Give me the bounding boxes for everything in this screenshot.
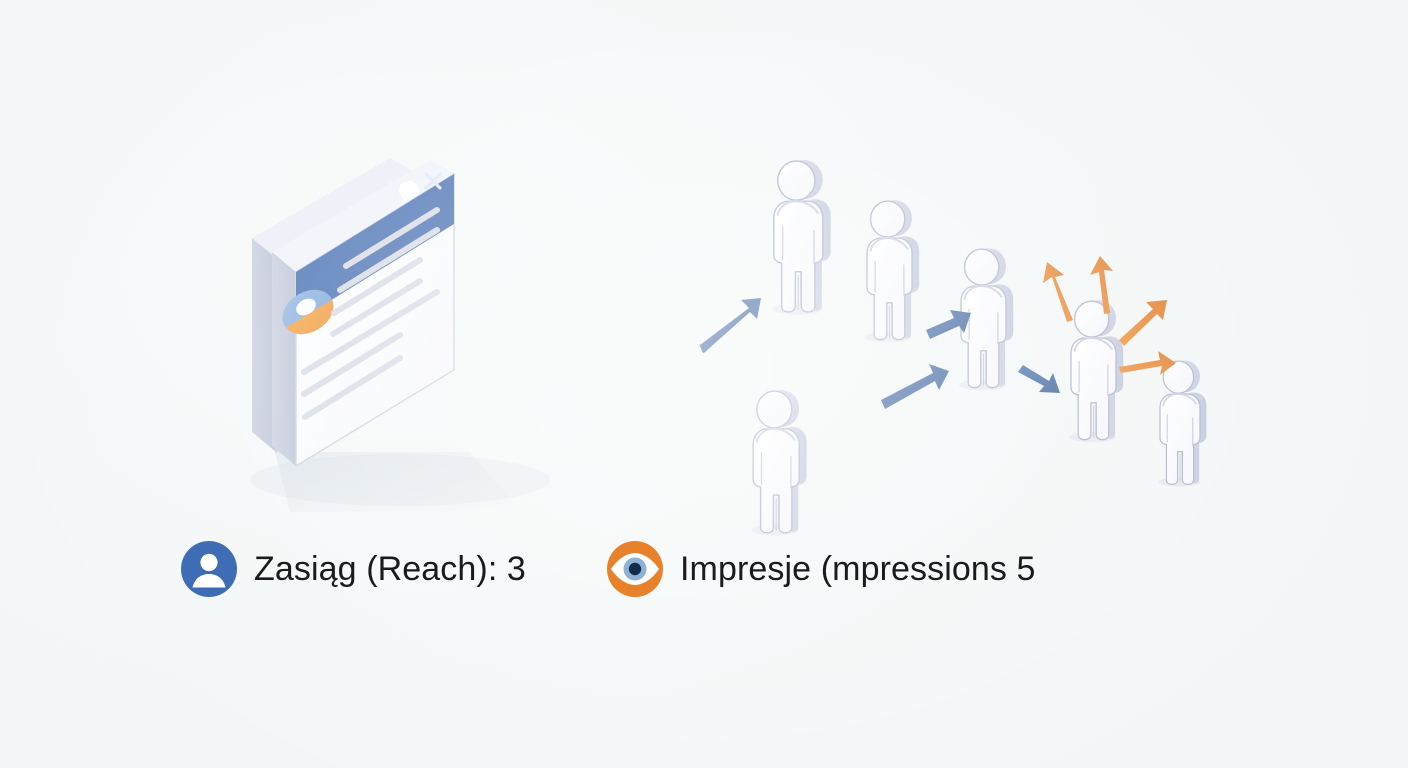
person-avatar-icon [180,540,238,598]
orange-arrow-1 [1043,262,1073,322]
legend-item-impressions: Impresje (mpressions 5 [606,540,1036,598]
person-figure-6 [750,389,808,537]
blue-arrow-4 [1018,365,1060,393]
eye-icon [606,540,664,598]
person-figure-4 [1068,299,1125,444]
blue-arrow-1 [699,298,761,353]
legend-item-reach: Zasiąg (Reach): 3 [180,540,526,598]
person-figure-5 [1157,359,1208,488]
person-figure-1 [770,158,832,316]
legend-label-impressions: Impresje (mpressions 5 [680,550,1036,588]
person-figure-2 [864,199,921,344]
orange-arrow-3 [1119,300,1167,346]
blue-arrow-2 [881,364,949,409]
legend-label-reach: Zasiąg (Reach): 3 [254,550,526,588]
